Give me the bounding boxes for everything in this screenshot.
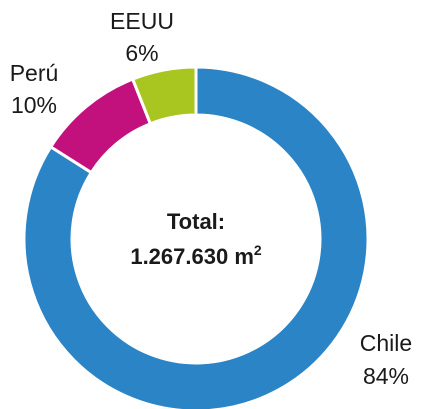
label-chile-name: Chile	[360, 330, 412, 356]
label-peru: Perú 10%	[10, 60, 59, 118]
label-peru-name: Perú	[10, 60, 59, 86]
label-peru-value: 10%	[11, 92, 57, 118]
center-total-number: 1.267.630 m	[130, 244, 254, 269]
slice-eeuu	[130, 65, 198, 126]
label-eeuu-name: EEUU	[110, 8, 174, 34]
label-eeuu-value: 6%	[125, 40, 158, 66]
center-total-unit-exponent: 2	[254, 242, 262, 258]
center-total-label: Total:	[167, 209, 225, 234]
center-total-value: 1.267.630 m2	[130, 242, 262, 269]
slice-chile	[22, 65, 370, 409]
label-chile-value: 84%	[363, 363, 409, 389]
label-eeuu: EEUU 6%	[110, 8, 174, 66]
center-total: Total: 1.267.630 m2	[130, 209, 262, 269]
label-chile: Chile 84%	[360, 330, 412, 389]
donut-slices	[22, 65, 370, 409]
